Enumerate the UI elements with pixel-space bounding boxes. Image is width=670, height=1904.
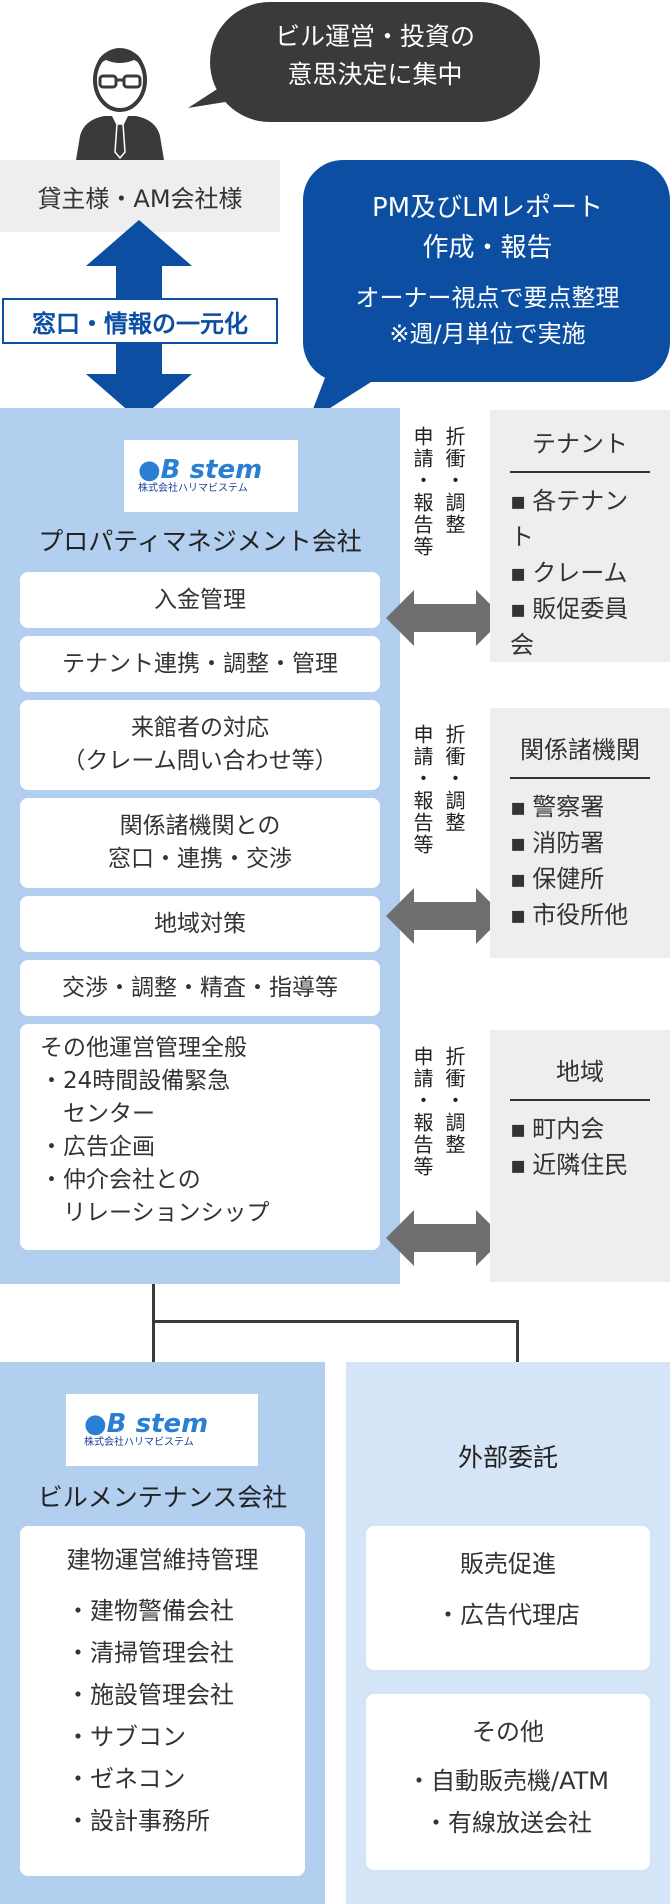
- list-item: 保健所: [510, 861, 650, 897]
- others-card: その他 自動販売機/ATM 有線放送会社: [366, 1694, 650, 1870]
- list-item: 自動販売機/ATM: [366, 1760, 650, 1802]
- list-item: 建物警備会社: [66, 1590, 305, 1632]
- list-item: ・24時間設備緊急 センター: [40, 1068, 231, 1127]
- list-item: ・広告企画: [40, 1134, 155, 1160]
- bm-maintenance-card: 建物運営維持管理 建物警備会社 清掃管理会社 施設管理会社 サブコン ゼネコン …: [20, 1526, 305, 1876]
- connector-line: [152, 1320, 519, 1323]
- agency-box: 関係諸機関 警察署 消防署 保健所 市役所他: [490, 708, 670, 958]
- list-item: ・仲介会社との リレーションシップ: [40, 1167, 270, 1226]
- task-regional-measures: 地域対策: [20, 896, 380, 952]
- list-item: 施設管理会社: [66, 1674, 305, 1716]
- region-box: 地域 町内会 近隣住民: [490, 1030, 670, 1282]
- connector-line: [516, 1320, 519, 1362]
- task-visitor-support: 来館者の対応 （クレーム問い合わせ等）: [20, 700, 380, 790]
- task-deposit-management: 入金管理: [20, 572, 380, 628]
- general-operations-title: その他運営管理全般: [40, 1035, 247, 1061]
- business-person-icon: [76, 48, 164, 160]
- sales-promotion-title: 販売促進: [460, 1550, 556, 1578]
- list-item: サブコン: [66, 1716, 305, 1758]
- decision-focus-text: ビル運営・投資の 意思決定に集中: [274, 22, 475, 89]
- list-item: 有線放送会社: [366, 1802, 650, 1844]
- relation-label-left-1: 申請・報告等: [410, 426, 434, 558]
- list-item: 町内会: [510, 1111, 650, 1147]
- others-title: その他: [472, 1718, 544, 1746]
- list-item: 清掃管理会社: [66, 1632, 305, 1674]
- maintenance-card-title: 建物運営維持管理: [66, 1546, 259, 1574]
- pm-company-title: プロパティマネジメント会社: [38, 527, 362, 556]
- tenant-title: テナント: [510, 424, 650, 473]
- list-item: 設計事務所: [66, 1800, 305, 1842]
- connector-line: [152, 1284, 155, 1362]
- owner-label: 貸主様・AM会社様: [0, 160, 280, 232]
- relation-label-left-3: 申請・報告等: [410, 1046, 434, 1178]
- list-item: クレーム: [510, 555, 650, 591]
- task-tenant-coordination: テナント連携・調整・管理: [20, 636, 380, 692]
- double-arrow-icon: [386, 1210, 504, 1266]
- list-item: 各テナント: [510, 483, 650, 555]
- region-title: 地域: [510, 1052, 650, 1101]
- list-item: ゼネコン: [66, 1758, 305, 1800]
- report-bubble-text: PM及びLMレポート 作成・報告 オーナー視点で要点整理 ※週/月単位で実施: [305, 188, 670, 352]
- sales-promotion-card: 販売促進 広告代理店: [366, 1526, 650, 1670]
- list-item: 近隣住民: [510, 1147, 650, 1183]
- task-general-operations: その他運営管理全般 ・24時間設備緊急 センター ・広告企画 ・仲介会社との リ…: [20, 1024, 380, 1250]
- double-arrow-icon: [386, 888, 504, 944]
- relation-label-right-3: 折衝・調整: [442, 1046, 466, 1156]
- list-item: 消防署: [510, 825, 650, 861]
- list-item: 販促委員会: [510, 591, 650, 663]
- report-sub-2: ※週/月単位で実施: [389, 320, 586, 348]
- outsource-title: 外部委託: [457, 1443, 558, 1472]
- report-title-1: PM及びLMレポート: [371, 193, 604, 223]
- bm-company-title: ビルメンテナンス会社: [37, 1483, 288, 1512]
- tenant-box: テナント 各テナント クレーム 販促委員会: [490, 410, 670, 662]
- speech-bubble: [188, 2, 540, 122]
- double-arrow-icon: [386, 590, 504, 646]
- harima-bistem-logo: ●B stem 株式会社ハリマビステム: [124, 440, 298, 512]
- relation-label-right-1: 折衝・調整: [442, 426, 466, 536]
- report-bubble: [303, 160, 670, 422]
- task-negotiation: 交渉・調整・精査・指導等: [20, 960, 380, 1016]
- report-title-2: 作成・報告: [422, 233, 553, 263]
- list-item: 広告代理店: [366, 1594, 650, 1636]
- list-item: 市役所他: [510, 897, 650, 933]
- agency-title: 関係諸機関: [510, 730, 650, 779]
- relation-label-left-2: 申請・報告等: [410, 724, 434, 856]
- list-item: 警察署: [510, 789, 650, 825]
- report-sub-1: オーナー視点で要点整理: [355, 284, 620, 312]
- task-agency-liaison: 関係諸機関との 窓口・連携・交渉: [20, 798, 380, 888]
- relation-label-right-2: 折衝・調整: [442, 724, 466, 834]
- harima-bistem-logo: ●B stem 株式会社ハリマビステム: [66, 1394, 258, 1466]
- window-unification-label: 窓口・情報の一元化: [2, 298, 278, 344]
